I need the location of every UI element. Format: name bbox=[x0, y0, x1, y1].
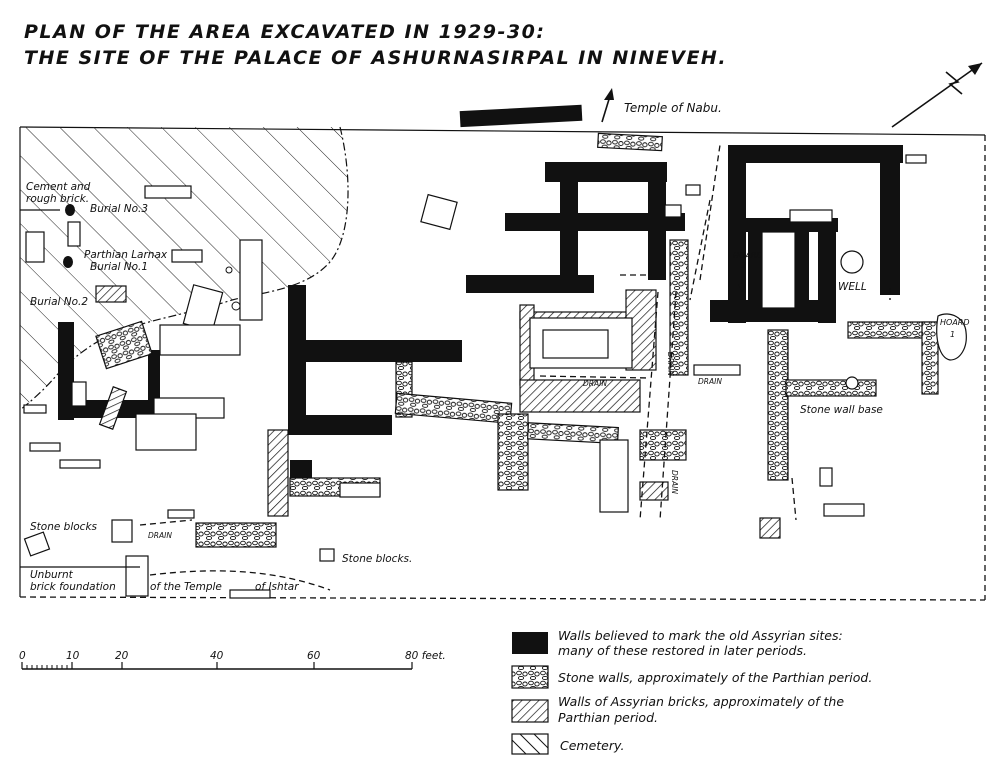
scale-bar: 0 10 20 40 60 80 feet. bbox=[19, 650, 446, 670]
label-larnax: Parthian Larnax bbox=[84, 249, 168, 261]
legend: Walls believed to mark the old Assyrian … bbox=[511, 628, 872, 755]
label-stone-blocks-mid: Stone blocks. bbox=[342, 553, 412, 565]
scale-tick-40: 40 bbox=[210, 650, 224, 662]
scale-tick-10: 10 bbox=[66, 650, 80, 662]
title-line-1: PLAN OF THE AREA EXCAVATED IN 1929-30: bbox=[24, 21, 545, 43]
label-hoard-1: HOARD bbox=[940, 318, 970, 327]
label-hoard-1-num: 1 bbox=[950, 330, 955, 339]
label-cement: Cement and bbox=[26, 181, 91, 193]
scale-tick-0: 0 bbox=[19, 650, 26, 662]
label-unburnt: Unburnt bbox=[30, 569, 74, 581]
north-arrow-icon bbox=[891, 62, 983, 128]
label-stone-wall-base: Stone wall base bbox=[800, 404, 883, 416]
label-burial-1: Burial No.1 bbox=[90, 261, 148, 273]
label-temple-nabu: Temple of Nabu. bbox=[624, 101, 722, 115]
legend-brick-line2: Parthian period. bbox=[558, 710, 658, 725]
outlined-features bbox=[23, 154, 967, 599]
label-drain-centre: DRAIN bbox=[583, 379, 607, 388]
label-burial-3: Burial No.3 bbox=[90, 203, 148, 215]
label-brick-foundation: brick foundation bbox=[30, 581, 116, 593]
label-drain-vertical-lower: DRAIN bbox=[670, 470, 679, 494]
legend-swatch-brick bbox=[511, 699, 549, 723]
hoard-2-arrow-icon bbox=[738, 270, 746, 292]
title-line-2: THE SITE OF THE PALACE OF ASHURNASIRPAL … bbox=[24, 47, 727, 69]
label-temple-ishtar-a: of the Temple bbox=[150, 581, 222, 593]
drains bbox=[20, 144, 891, 591]
label-well: WELL bbox=[838, 281, 867, 293]
legend-stone-line1: Stone walls, approximately of the Parthi… bbox=[558, 670, 872, 685]
label-hoard-2: HOARD bbox=[733, 251, 763, 260]
scale-tick-60: 60 bbox=[307, 650, 321, 662]
legend-assyrian-line1: Walls believed to mark the old Assyrian … bbox=[558, 628, 843, 643]
label-hoard-2-num: 2 bbox=[741, 261, 746, 270]
stone-walls bbox=[95, 132, 939, 548]
scale-tick-20: 20 bbox=[115, 650, 129, 662]
map-labels: Temple of Nabu. Cement and rough brick. … bbox=[26, 101, 970, 593]
scale-tick-80: 80 feet. bbox=[405, 650, 446, 662]
label-drain-vertical: DRAIN bbox=[666, 352, 675, 376]
label-burial-2: Burial No.2 bbox=[30, 296, 88, 308]
legend-swatch-assyrian bbox=[512, 632, 548, 654]
label-rough-brick: rough brick. bbox=[26, 193, 89, 205]
label-stone-blocks-left: Stone blocks bbox=[30, 521, 98, 533]
legend-swatch-stone bbox=[511, 665, 549, 689]
legend-cemetery-line1: Cemetery. bbox=[560, 738, 624, 753]
legend-swatch-cemetery bbox=[511, 733, 549, 755]
label-drain-right: DRAIN bbox=[698, 377, 722, 386]
legend-brick-line1: Walls of Assyrian bricks, approximately … bbox=[558, 694, 844, 709]
temple-nabu-arrow-icon bbox=[601, 88, 614, 123]
legend-assyrian-line2: many of these restored in later periods. bbox=[558, 643, 807, 658]
label-temple-ishtar-b: of Ishtar bbox=[255, 581, 299, 593]
label-drain-lower: DRAIN bbox=[148, 531, 172, 540]
